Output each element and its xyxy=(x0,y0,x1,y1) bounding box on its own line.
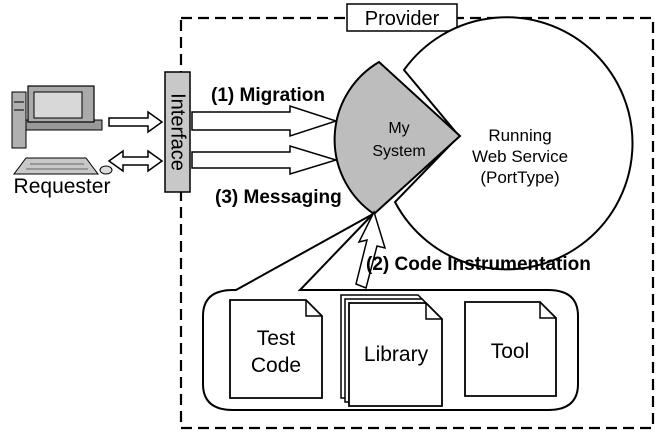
code-instrumentation-arrow xyxy=(355,209,387,290)
arrow-requester-interface-bidirectional xyxy=(107,149,164,173)
desktop-computer-icon xyxy=(11,85,113,175)
my-system-line2: System xyxy=(372,143,425,160)
migration-label: (1) Migration xyxy=(211,85,325,106)
web-service-line2: Web Service xyxy=(472,147,568,166)
test-code-line1: Test xyxy=(257,327,296,350)
interface-box xyxy=(164,71,191,193)
tool-document xyxy=(464,301,557,397)
requester-label: Requester xyxy=(14,175,111,198)
test-code-document xyxy=(229,299,323,399)
web-service-line3: (PortType) xyxy=(480,168,559,187)
code-instrumentation-label: (2) Code Instrumentation xyxy=(366,254,591,275)
messaging-label: (3) Messaging xyxy=(215,187,342,208)
my-system-wedge xyxy=(333,60,462,216)
migration-arrow xyxy=(191,104,339,138)
library-document-stack xyxy=(340,294,443,407)
tool-label: Tool xyxy=(491,340,530,363)
provider-label: Provider xyxy=(365,8,440,30)
arrow-requester-to-interface xyxy=(108,110,164,134)
web-service-line1: Running xyxy=(488,126,551,145)
running-web-service-shape xyxy=(393,16,634,271)
library-label: Library xyxy=(364,343,429,366)
test-code-line2: Code xyxy=(251,354,301,377)
interface-label: Interface xyxy=(167,93,189,171)
provider-label-box xyxy=(346,3,458,32)
my-system-line1: My xyxy=(388,120,409,137)
messaging-arrow xyxy=(191,144,339,176)
